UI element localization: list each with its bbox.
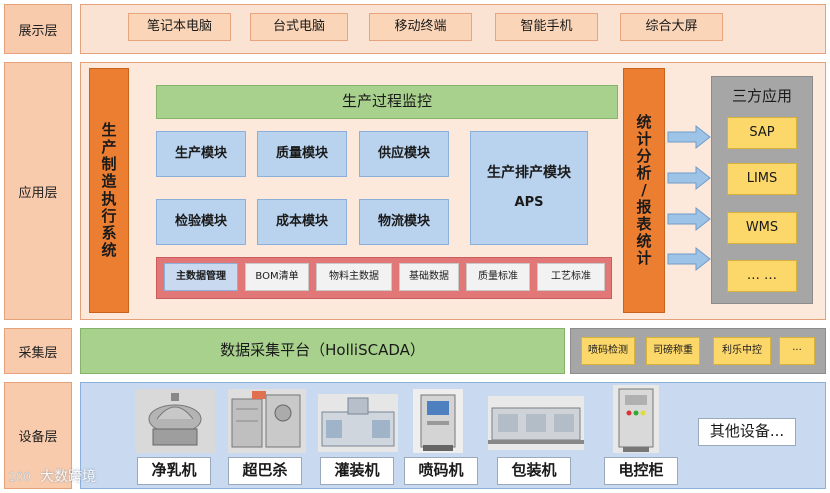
mes-system-block: 生产制造执行系统 (89, 68, 129, 313)
module-supply: 供应模块 (359, 131, 449, 177)
layer-label-application-text: 应用层 (18, 182, 57, 201)
device-label-filler: 灌装机 (320, 457, 394, 485)
layer-label-application: 应用层 (4, 62, 72, 320)
device-label-clarifier: 净乳机 (137, 457, 211, 485)
device-label-packager: 包装机 (497, 457, 571, 485)
layer-label-collection: 采集层 (4, 328, 72, 374)
watermark-logo-icon: 100 (8, 467, 36, 485)
device-label-control-cabinet: 电控柜 (604, 457, 678, 485)
master-data-quality-standard: 质量标准 (466, 263, 530, 291)
collection-item-weighing: 司磅称重 (646, 337, 700, 365)
master-data-process-standard: 工艺标准 (537, 263, 605, 291)
module-inspection: 检验模块 (156, 199, 246, 245)
collection-item-code-inspection: 喷码检测 (581, 337, 635, 365)
presentation-item-big-screen: 综合大屏 (620, 13, 723, 41)
arrow-to-more (666, 246, 712, 272)
pasteurizer-image (228, 389, 306, 453)
collection-item-tetra-control: 利乐中控 (713, 337, 771, 365)
third-party-title: 三方应用 (711, 86, 813, 108)
layer-label-presentation-text: 展示层 (18, 20, 57, 39)
control-cabinet-image (613, 385, 659, 453)
third-party-more: … … (727, 260, 797, 292)
master-data-management: 主数据管理 (164, 263, 238, 291)
master-data-material: 物料主数据 (316, 263, 392, 291)
presentation-item-mobile-terminal: 移动终端 (369, 13, 472, 41)
presentation-item-laptop: 笔记本电脑 (128, 13, 231, 41)
layer-label-collection-text: 采集层 (18, 342, 57, 361)
layer-label-device-text: 设备层 (18, 426, 57, 445)
device-label-pasteurizer: 超巴杀 (228, 457, 302, 485)
presentation-item-smartphone: 智能手机 (495, 13, 598, 41)
arrow-to-sap (666, 124, 712, 150)
inkjet-printer-image (413, 389, 463, 453)
presentation-item-desktop: 台式电脑 (250, 13, 348, 41)
svg-text:100: 100 (8, 470, 31, 484)
module-quality: 质量模块 (257, 131, 347, 177)
module-production: 生产模块 (156, 131, 246, 177)
arrow-to-lims (666, 165, 712, 191)
device-label-other: 其他设备... (698, 418, 796, 446)
analysis-report-block: 统计分析/报表统计 (623, 68, 665, 313)
watermark: 100 大数跨境 (8, 464, 96, 488)
third-party-lims: LIMS (727, 163, 797, 195)
third-party-wms: WMS (727, 212, 797, 244)
arrow-to-wms (666, 206, 712, 232)
module-aps: 生产排产模块 APS (470, 131, 588, 245)
clarifier-machine-image (135, 389, 215, 453)
collection-platform: 数据采集平台（HolliSCADA） (80, 328, 565, 374)
master-data-bom: BOM清单 (245, 263, 309, 291)
module-cost: 成本模块 (257, 199, 347, 245)
master-data-basic: 基础数据 (399, 263, 459, 291)
production-monitor-bar: 生产过程监控 (156, 85, 618, 119)
packaging-machine-image (488, 396, 584, 450)
third-party-sap: SAP (727, 117, 797, 149)
module-logistics: 物流模块 (359, 199, 449, 245)
layer-label-presentation: 展示层 (4, 4, 72, 54)
collection-item-more: ··· (779, 337, 815, 365)
device-label-inkjet: 喷码机 (404, 457, 478, 485)
filling-machine-image (318, 394, 398, 452)
